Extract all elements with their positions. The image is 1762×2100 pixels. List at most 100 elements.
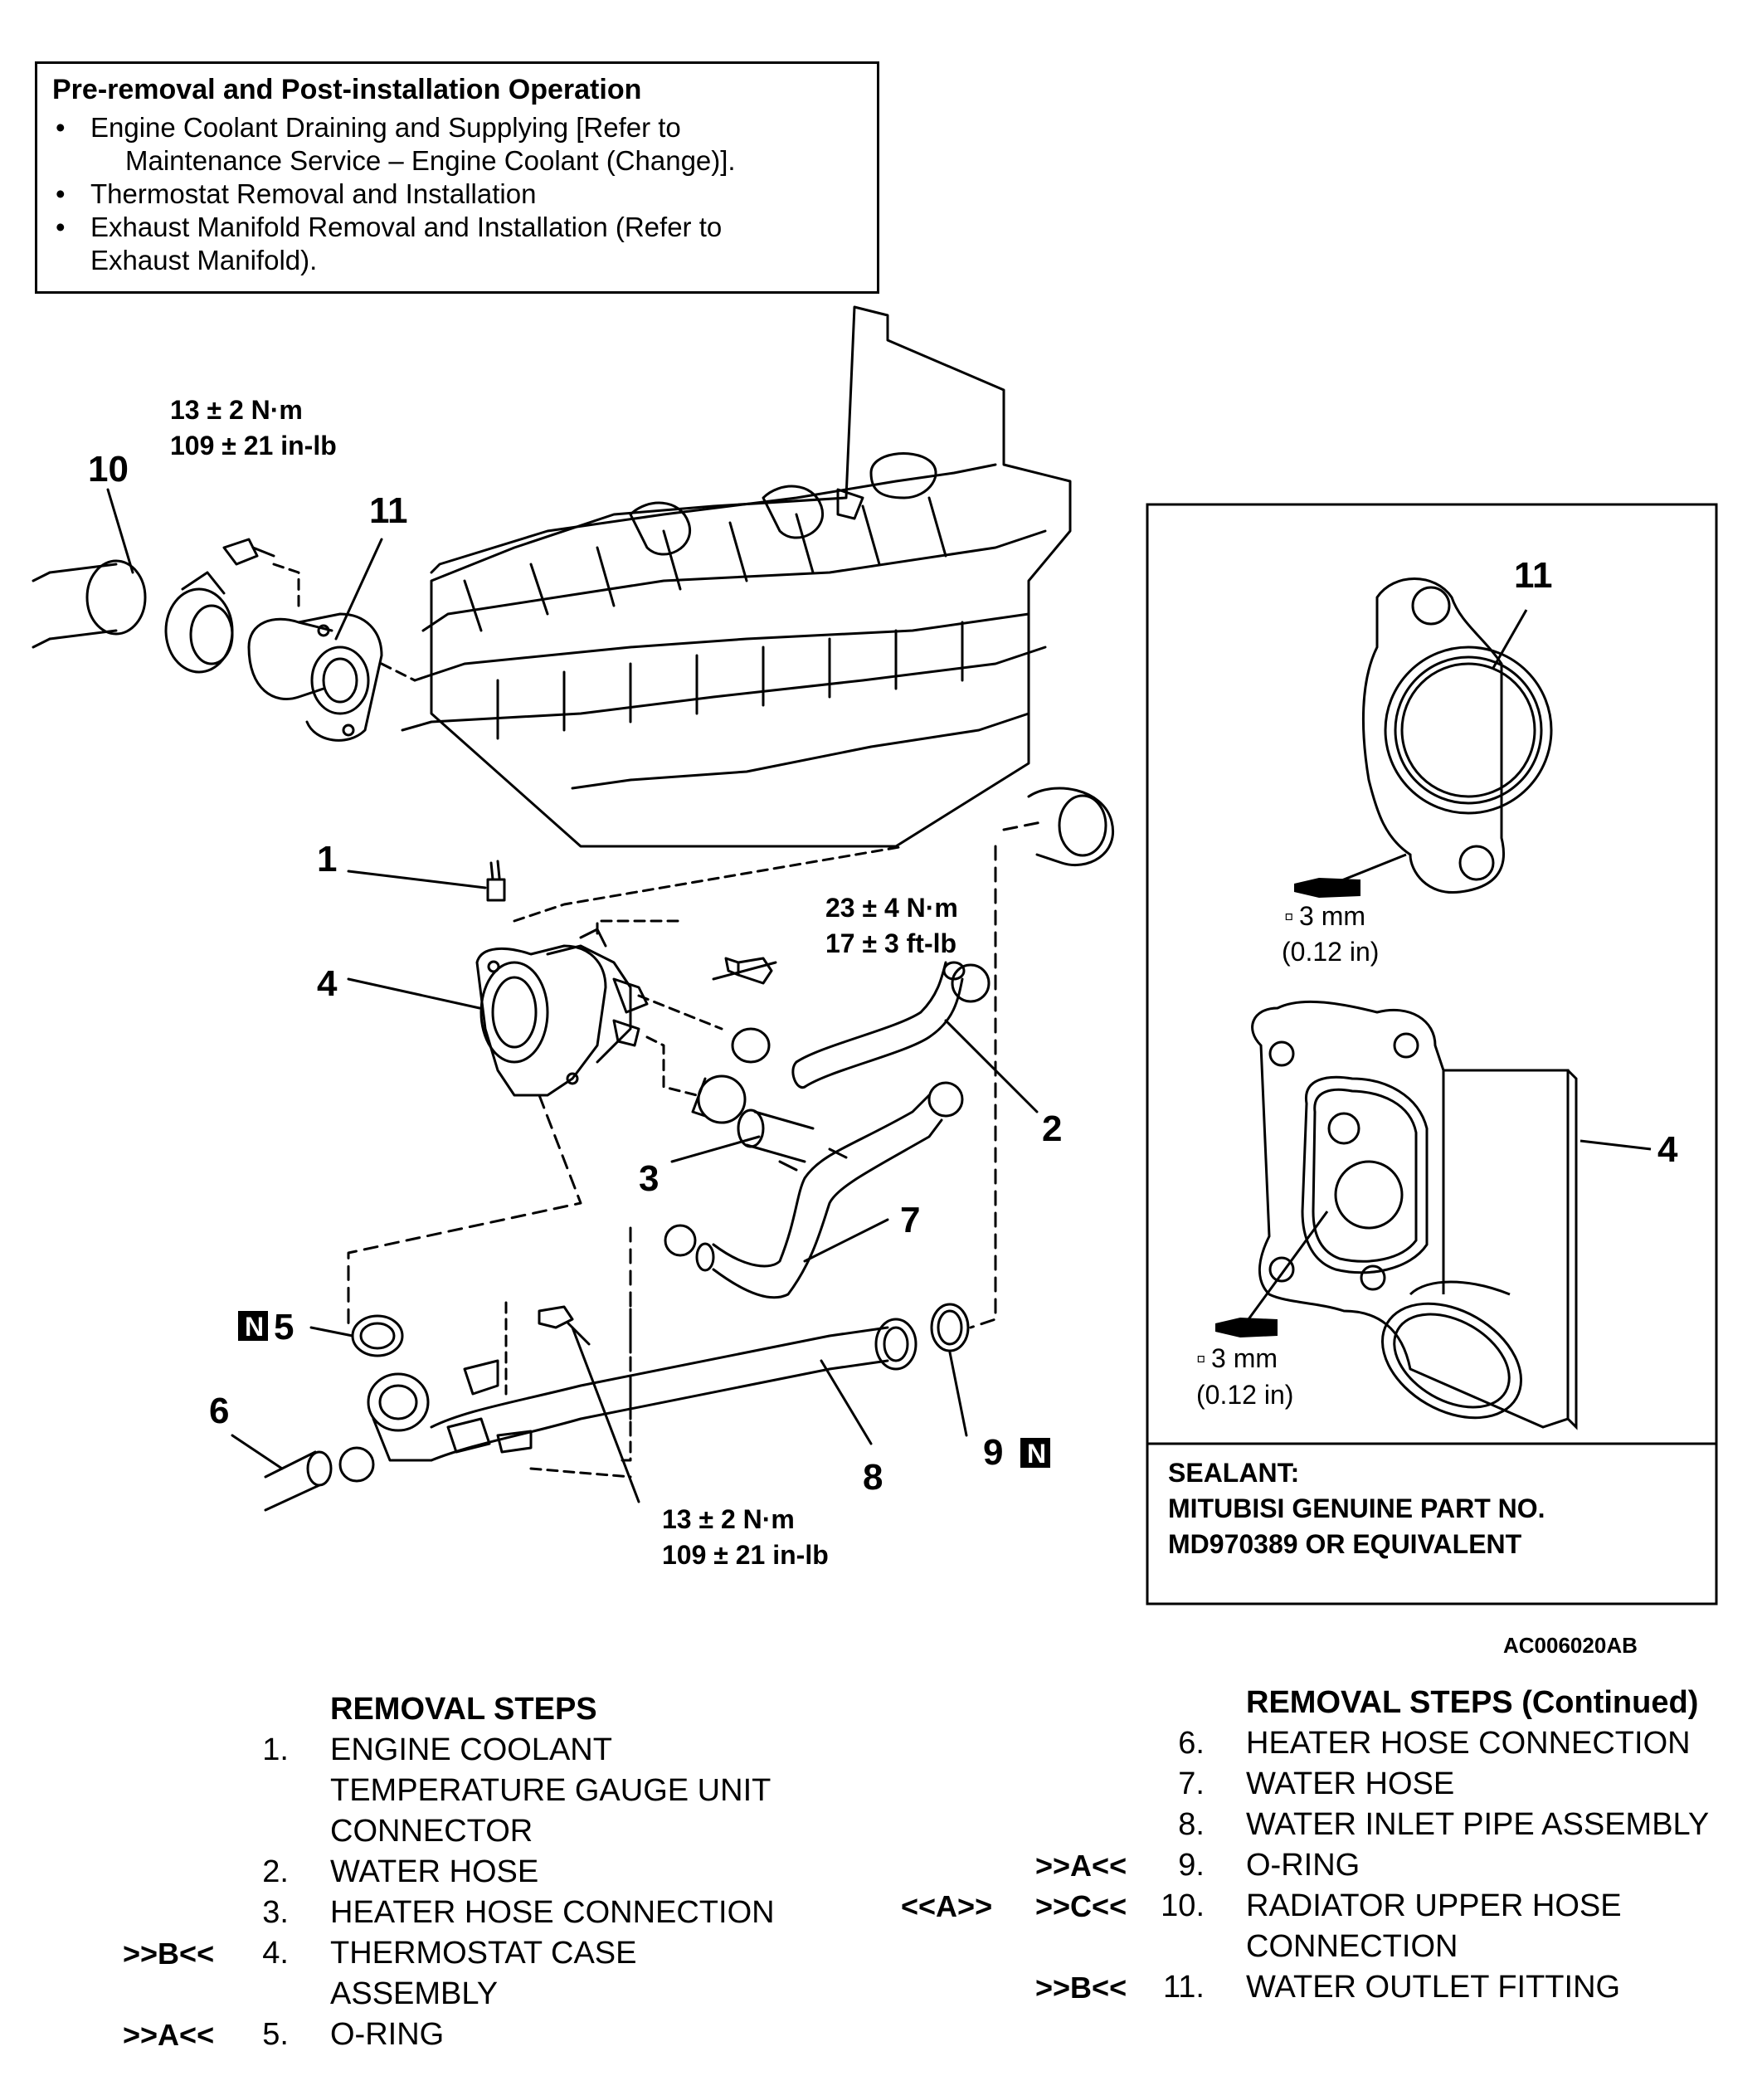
removal-step-row: 2. WATER HOSE: [0, 1852, 871, 1893]
step-number: 9.: [1178, 1848, 1205, 1883]
step-text: ENGINE COOLANT: [330, 1732, 612, 1767]
water-hose-7-illustration: [664, 1081, 964, 1299]
exploded-diagram: 13 ± 2 N·m 109 ± 21 in-lb 23 ± 4 N·m 17 …: [32, 305, 1718, 1605]
bolt-illustration: [538, 1305, 591, 1346]
torque-bottom-inlb: 109 ± 21 in-lb: [662, 1540, 829, 1570]
removal-step-row: 6. HEATER HOSE CONNECTION: [879, 1723, 1759, 1764]
step-number: 2.: [262, 1854, 289, 1889]
o-ring-9-illustration: [930, 1303, 970, 1352]
removal-step-row: ASSEMBLY: [0, 1974, 871, 2015]
step-text: HEATER HOSE CONNECTION: [330, 1895, 775, 1930]
step-number: 4.: [262, 1936, 289, 1971]
step-text: HEATER HOSE CONNECTION: [1246, 1726, 1691, 1761]
removal-step-row: TEMPERATURE GAUGE UNIT: [0, 1771, 871, 1811]
temperature-gauge-unit-illustration: [486, 860, 506, 902]
list-item-text: Engine Coolant Draining and Supplying [R…: [90, 112, 681, 143]
callout-2: 2: [1042, 1108, 1062, 1149]
torque-bottom-nm: 13 ± 2 N·m: [662, 1504, 795, 1534]
service-point-code: >>C<<: [1035, 1889, 1127, 1923]
callout-7: 7: [900, 1200, 920, 1240]
removal-steps-continued-title: REMOVAL STEPS (Continued): [1246, 1685, 1699, 1720]
sealant-tube-icon: [1215, 1318, 1278, 1337]
removal-step-row: >>A<< 9. O-RING: [879, 1845, 1759, 1886]
bead-icon: ▫: [1284, 901, 1293, 931]
removal-step-row: 7.WATER HOSE: [879, 1764, 1759, 1805]
step-number: 10.: [1161, 1888, 1205, 1923]
bead-size-1-in: (0.12 in): [1282, 937, 1379, 967]
pre-removal-list: • Engine Coolant Draining and Supplying […: [52, 111, 862, 277]
list-item: •Exhaust Manifold Removal and Installati…: [52, 211, 862, 277]
callout-11: 11: [369, 490, 408, 531]
bead-icon: ▫: [1196, 1343, 1205, 1373]
bolt-illustration: [222, 538, 275, 566]
step-text: WATER OUTLET FITTING: [1246, 1970, 1621, 2005]
removal-step-row: 3. HEATER HOSE CONNECTION: [0, 1893, 871, 1933]
list-item-text-cont: Maintenance Service – Engine Coolant (Ch…: [125, 145, 736, 176]
bead-size-2-in: (0.12 in): [1196, 1380, 1293, 1410]
service-point-code: >>B<<: [123, 1937, 215, 1971]
step-text: WATER HOSE: [330, 1854, 539, 1889]
water-outlet-fitting-illustration: [247, 612, 383, 742]
bead-size-2: 3 mm: [1211, 1343, 1278, 1373]
step-number: 5.: [262, 2017, 289, 2052]
service-point-code: <<A>>: [901, 1889, 993, 1923]
torque-mid-nm: 23 ± 4 N·m: [825, 893, 958, 923]
list-item-text: Thermostat Removal and Installation: [90, 178, 537, 209]
removal-step-row: >>B<<11.WATER OUTLET FITTING: [879, 1967, 1759, 2008]
callout-3: 3: [639, 1158, 659, 1199]
new-part-mark: N: [245, 1312, 264, 1342]
hose-clamp-illustration: [338, 1446, 375, 1483]
list-item-text-cont: Exhaust Manifold).: [90, 245, 318, 275]
step-text: TEMPERATURE GAUGE UNIT: [330, 1773, 771, 1808]
callout-1: 1: [317, 839, 337, 879]
thermostat-case-illustration: [475, 928, 649, 1097]
inset-callout-11: 11: [1514, 555, 1553, 596]
inset-box: [1146, 503, 1718, 1605]
sealant-tube-icon: [1294, 878, 1360, 898]
pre-removal-title: Pre-removal and Post-installation Operat…: [52, 74, 642, 105]
step-number: 1.: [262, 1732, 289, 1767]
step-text: O-RING: [1246, 1848, 1360, 1883]
removal-step-row: CONNECTION: [879, 1927, 1759, 1967]
inset-callout-4: 4: [1657, 1129, 1678, 1170]
step-number: 8.: [1178, 1807, 1205, 1842]
torque-top-nm: 13 ± 2 N·m: [170, 395, 303, 425]
removal-step-row: 8. WATER INLET PIPE ASSEMBLY: [879, 1805, 1759, 1845]
water-hose-illustration: [731, 961, 991, 1089]
removal-step-row: <<A>> >>C<< 10. RADIATOR UPPER HOSE: [879, 1886, 1759, 1927]
inset-outlet-gasket-illustration: [1361, 577, 1553, 894]
sealant-note: SEALANT: MITUBISI GENUINE PART NO. MD970…: [1168, 1455, 1545, 1562]
callout-10: 10: [88, 449, 129, 490]
heater-hose-6-illustration: [264, 1450, 333, 1512]
callout-9: 9: [983, 1432, 1003, 1473]
sealant-title: SEALANT:: [1168, 1458, 1300, 1488]
pre-removal-box: Pre-removal and Post-installation Operat…: [35, 61, 879, 294]
torque-top-inlb: 109 ± 21 in-lb: [170, 431, 337, 460]
step-text: CONNECTION: [1246, 1929, 1458, 1964]
list-item-text: Exhaust Manifold Removal and Installatio…: [90, 212, 723, 242]
step-text: WATER HOSE: [1246, 1766, 1455, 1801]
bullet-icon: •: [56, 112, 66, 143]
step-number: 3.: [262, 1895, 289, 1930]
service-point-code: >>A<<: [123, 2018, 215, 2052]
figure-code: AC006020AB: [1503, 1633, 1638, 1658]
sealant-line-2: MD970389 OR EQUIVALENT: [1168, 1529, 1522, 1559]
service-point-code: >>A<<: [1035, 1849, 1127, 1883]
callout-5: 5: [274, 1307, 294, 1347]
step-number: 6.: [1178, 1726, 1205, 1761]
step-text: RADIATOR UPPER HOSE: [1246, 1888, 1622, 1923]
sealant-line-1: MITUBISI GENUINE PART NO.: [1168, 1493, 1545, 1523]
step-text: O-RING: [330, 2017, 445, 2052]
bolt-illustration: [724, 957, 773, 985]
callout-4: 4: [317, 963, 338, 1004]
removal-step-row: >>A<< 5. O-RING: [0, 2015, 871, 2055]
bead-size-1: 3 mm: [1299, 901, 1365, 931]
removal-step-row: >>B<<4.THERMOSTAT CASE: [0, 1933, 871, 1974]
service-point-code: >>B<<: [1035, 1971, 1127, 2005]
step-text: WATER INLET PIPE ASSEMBLY: [1246, 1807, 1710, 1842]
bullet-icon: •: [56, 178, 66, 209]
callout-8: 8: [863, 1457, 883, 1498]
removal-step-row: CONNECTOR: [0, 1811, 871, 1852]
hose-clamp-illustration: [164, 571, 234, 674]
water-inlet-pipe-illustration: [367, 1318, 918, 1462]
